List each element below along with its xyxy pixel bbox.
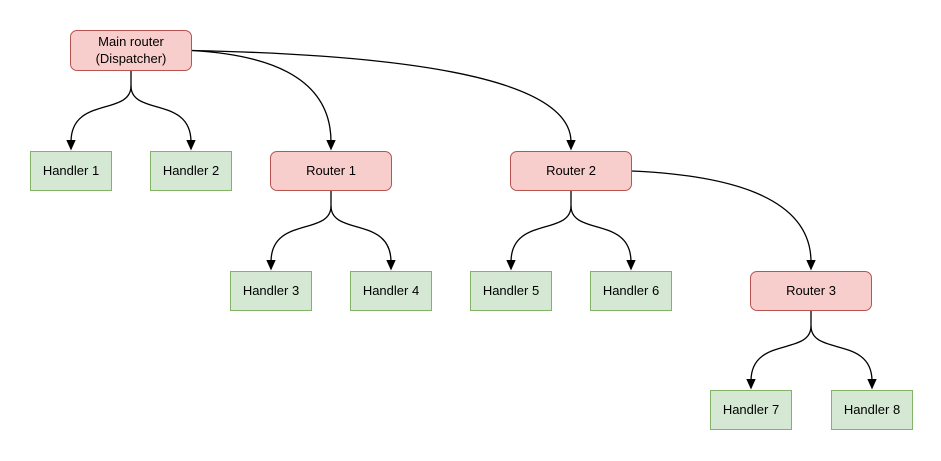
edge-main-router-to-handler-2: [130, 85, 192, 143]
edge-router-3-to-handler-7-arrowhead: [746, 379, 756, 390]
edge-router-3-to-handler-8: [810, 325, 873, 382]
edge-router-1-to-handler-3: [270, 205, 332, 263]
node-handler-6: Handler 6: [590, 271, 672, 311]
edge-router-2-to-router-3-arrowhead: [806, 260, 816, 271]
node-router-2: Router 2: [510, 151, 632, 191]
edge-router-3-to-handler-7: [750, 325, 812, 382]
node-handler-7-label: Handler 7: [722, 401, 780, 417]
node-handler-6-label: Handler 6: [602, 282, 660, 298]
node-handler-1: Handler 1: [30, 151, 112, 191]
node-handler-7: Handler 7: [710, 390, 792, 430]
node-handler-2: Handler 2: [150, 151, 232, 191]
node-main-router: Main router(Dispatcher): [70, 30, 192, 71]
edge-main-router-to-router-2: [191, 49, 572, 143]
edge-main-router-to-handler-2-arrowhead: [186, 140, 196, 151]
edge-router-2-to-handler-5: [510, 205, 572, 263]
node-main-router-label: Main router: [98, 33, 164, 49]
node-handler-5-label: Handler 5: [482, 282, 540, 298]
edge-router-1-to-handler-4-arrowhead: [386, 260, 396, 271]
node-handler-8: Handler 8: [831, 390, 913, 430]
node-router-2-label: Router 2: [546, 162, 596, 178]
edge-router-2-to-handler-5-arrowhead: [506, 260, 516, 271]
edge-main-router-to-router-1: [191, 49, 332, 143]
edge-router-2-to-router-3: [631, 170, 812, 263]
node-router-1-label: Router 1: [306, 162, 356, 178]
node-handler-3-label: Handler 3: [242, 282, 300, 298]
node-handler-5: Handler 5: [470, 271, 552, 311]
edge-main-router-to-router-1-arrowhead: [326, 140, 336, 151]
node-router-1: Router 1: [270, 151, 392, 191]
node-handler-3: Handler 3: [230, 271, 312, 311]
edge-main-router-to-handler-1: [70, 85, 132, 143]
edge-router-2-to-handler-6-arrowhead: [626, 260, 636, 271]
node-handler-8-label: Handler 8: [843, 401, 901, 417]
edge-router-1-to-handler-3-arrowhead: [266, 260, 276, 271]
edge-router-2-to-handler-6: [570, 205, 632, 263]
node-handler-2-label: Handler 2: [162, 162, 220, 178]
node-router-3-label: Router 3: [786, 282, 836, 298]
edge-router-3-to-handler-8-arrowhead: [867, 379, 877, 390]
node-handler-1-label: Handler 1: [42, 162, 100, 178]
edge-main-router-to-handler-1-arrowhead: [66, 140, 76, 151]
node-main-router-label: (Dispatcher): [95, 50, 167, 66]
node-handler-4-label: Handler 4: [362, 282, 420, 298]
edge-main-router-to-router-2-arrowhead: [566, 140, 576, 151]
node-handler-4: Handler 4: [350, 271, 432, 311]
edge-router-1-to-handler-4: [330, 205, 392, 263]
node-router-3: Router 3: [750, 271, 872, 311]
